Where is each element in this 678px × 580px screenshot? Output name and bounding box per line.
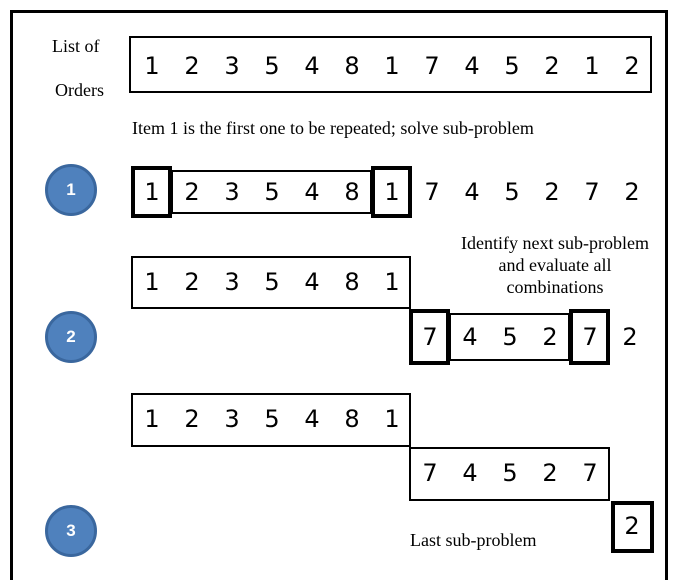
sequence-item: 2: [184, 52, 200, 80]
sequence-item: 1: [584, 52, 600, 80]
step2-caption-line1: Identify next sub-problem: [461, 233, 649, 253]
sequence-item: 2: [184, 268, 200, 296]
sequence-item: 2: [624, 52, 640, 80]
sequence-item: 1: [144, 178, 160, 206]
sequence-item: 7: [584, 178, 600, 206]
sequence-item: 2: [622, 323, 638, 351]
step1-caption: Item 1 is the first one to be repeated; …: [132, 118, 534, 138]
sequence-item: 5: [504, 52, 520, 80]
sequence-item: 4: [464, 178, 480, 206]
sequence-item: 7: [424, 52, 440, 80]
sequence-item: 7: [422, 323, 438, 351]
sequence-item: 5: [504, 178, 520, 206]
step2-solved-box: [131, 256, 411, 309]
sequence-item: 4: [462, 323, 478, 351]
sequence-item: 3: [224, 178, 240, 206]
sequence-item: 4: [304, 178, 320, 206]
sequence-item: 4: [304, 268, 320, 296]
sequence-item: 3: [224, 268, 240, 296]
sequence-item: 2: [184, 405, 200, 433]
sequence-item: 1: [144, 52, 160, 80]
sequence-item: 3: [224, 52, 240, 80]
sequence-item: 3: [224, 405, 240, 433]
step3-last-box: [611, 501, 654, 553]
diagram-frame: [10, 10, 668, 580]
step2-caption-line3: combinations: [506, 277, 604, 297]
sequence-item: 4: [462, 459, 478, 487]
sequence-item: 2: [544, 52, 560, 80]
orders-label-line1: List of: [52, 36, 100, 56]
step1-first-repeat-box: [131, 166, 172, 218]
sequence-item: 2: [544, 178, 560, 206]
sequence-item: 8: [344, 52, 360, 80]
sequence-item: 7: [422, 459, 438, 487]
sequence-item: 2: [184, 178, 200, 206]
sequence-item: 2: [542, 323, 558, 351]
sequence-item: 2: [542, 459, 558, 487]
orders-label-line2: Orders: [55, 80, 104, 100]
sequence-item: 2: [624, 512, 640, 540]
sequence-item: 2: [624, 178, 640, 206]
step1-badge: 1: [45, 164, 97, 216]
sequence-item: 7: [582, 323, 598, 351]
step3-caption: Last sub-problem: [410, 530, 537, 550]
step2-caption: Identify next sub-problem and evaluate a…: [420, 232, 678, 298]
step2-badge: 2: [45, 311, 97, 363]
sequence-item: 5: [264, 178, 280, 206]
step1-second-repeat-box: [371, 166, 412, 218]
sequence-item: 1: [384, 268, 400, 296]
step2-repeat-box-a: [409, 309, 450, 365]
step2-repeat-box-b: [569, 309, 610, 365]
sequence-item: 4: [304, 52, 320, 80]
sequence-item: 5: [264, 52, 280, 80]
sequence-item: 1: [144, 405, 160, 433]
sequence-item: 5: [264, 268, 280, 296]
step3-solved-box-1: [131, 393, 411, 447]
sequence-item: 4: [304, 405, 320, 433]
orders-box: [129, 36, 652, 93]
sequence-item: 4: [464, 52, 480, 80]
sequence-item: 7: [424, 178, 440, 206]
sequence-item: 7: [582, 459, 598, 487]
sequence-item: 5: [502, 459, 518, 487]
sequence-item: 5: [264, 405, 280, 433]
sequence-item: 5: [502, 323, 518, 351]
sequence-item: 1: [144, 268, 160, 296]
sequence-item: 8: [344, 178, 360, 206]
sequence-item: 8: [344, 268, 360, 296]
step2-caption-line2: and evaluate all: [498, 255, 612, 275]
step3-solved-box-2: [409, 447, 610, 501]
sequence-item: 8: [344, 405, 360, 433]
sequence-item: 1: [384, 52, 400, 80]
step3-badge: 3: [45, 505, 97, 557]
sequence-item: 1: [384, 178, 400, 206]
sequence-item: 1: [384, 405, 400, 433]
